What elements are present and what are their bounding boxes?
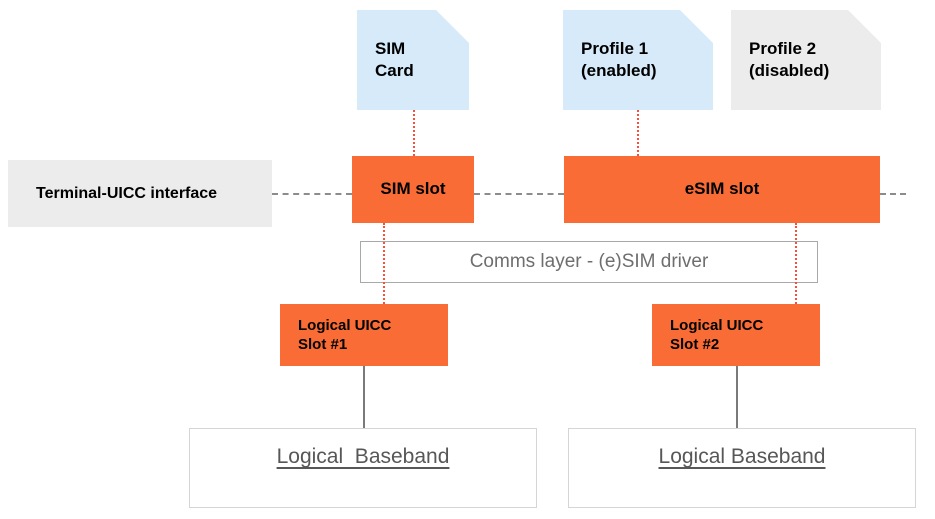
logical-baseband-left-box[interactable]: Logical Baseband — [189, 428, 537, 508]
card-sim-card-label: SIM Card — [375, 38, 414, 80]
sim-slot-label: SIM slot — [380, 179, 446, 199]
sim-slot-box[interactable]: SIM slot — [352, 156, 474, 223]
comms-layer-box: Comms layer - (e)SIM driver — [360, 241, 818, 283]
connector-sim-card-to-sim-slot — [413, 110, 415, 156]
card-profile-2[interactable]: Profile 2 (disabled) — [731, 10, 881, 110]
connector-esim-slot-to-logical-uicc-2 — [795, 223, 797, 304]
terminal-uicc-dashed-line-right — [880, 193, 906, 195]
card-profile-1[interactable]: Profile 1 (enabled) — [563, 10, 713, 110]
logical-uicc-slot-1-label: Logical UICC Slot #1 — [298, 316, 392, 354]
logical-uicc-slot-2-label: Logical UICC Slot #2 — [670, 316, 764, 354]
connector-sim-slot-to-logical-uicc-1 — [383, 223, 385, 304]
logical-uicc-slot-1-box[interactable]: Logical UICC Slot #1 — [280, 304, 448, 366]
esim-slot-label: eSIM slot — [684, 179, 760, 199]
esim-slot-box[interactable]: eSIM slot — [564, 156, 880, 223]
terminal-uicc-dashed-line-middle — [474, 193, 564, 195]
connector-logical-uicc-2-to-baseband-right — [736, 366, 738, 428]
logical-baseband-left-label: Logical Baseband — [276, 445, 450, 468]
card-profile-1-label: Profile 1 (enabled) — [581, 38, 657, 80]
card-profile-2-label: Profile 2 (disabled) — [749, 38, 830, 80]
connector-logical-uicc-1-to-baseband-left — [363, 366, 365, 428]
connector-profile1-to-esim-slot — [637, 110, 639, 156]
logical-baseband-right-label: Logical Baseband — [658, 445, 826, 468]
logical-baseband-right-box[interactable]: Logical Baseband — [568, 428, 916, 508]
card-sim-card[interactable]: SIM Card — [357, 10, 469, 110]
comms-layer-label: Comms layer - (e)SIM driver — [469, 251, 709, 272]
terminal-uicc-dashed-line-left — [272, 193, 352, 195]
logical-uicc-slot-2-box[interactable]: Logical UICC Slot #2 — [652, 304, 820, 366]
terminal-uicc-interface-box: Terminal-UICC interface — [8, 160, 272, 227]
terminal-uicc-interface-label: Terminal-UICC interface — [36, 184, 218, 202]
